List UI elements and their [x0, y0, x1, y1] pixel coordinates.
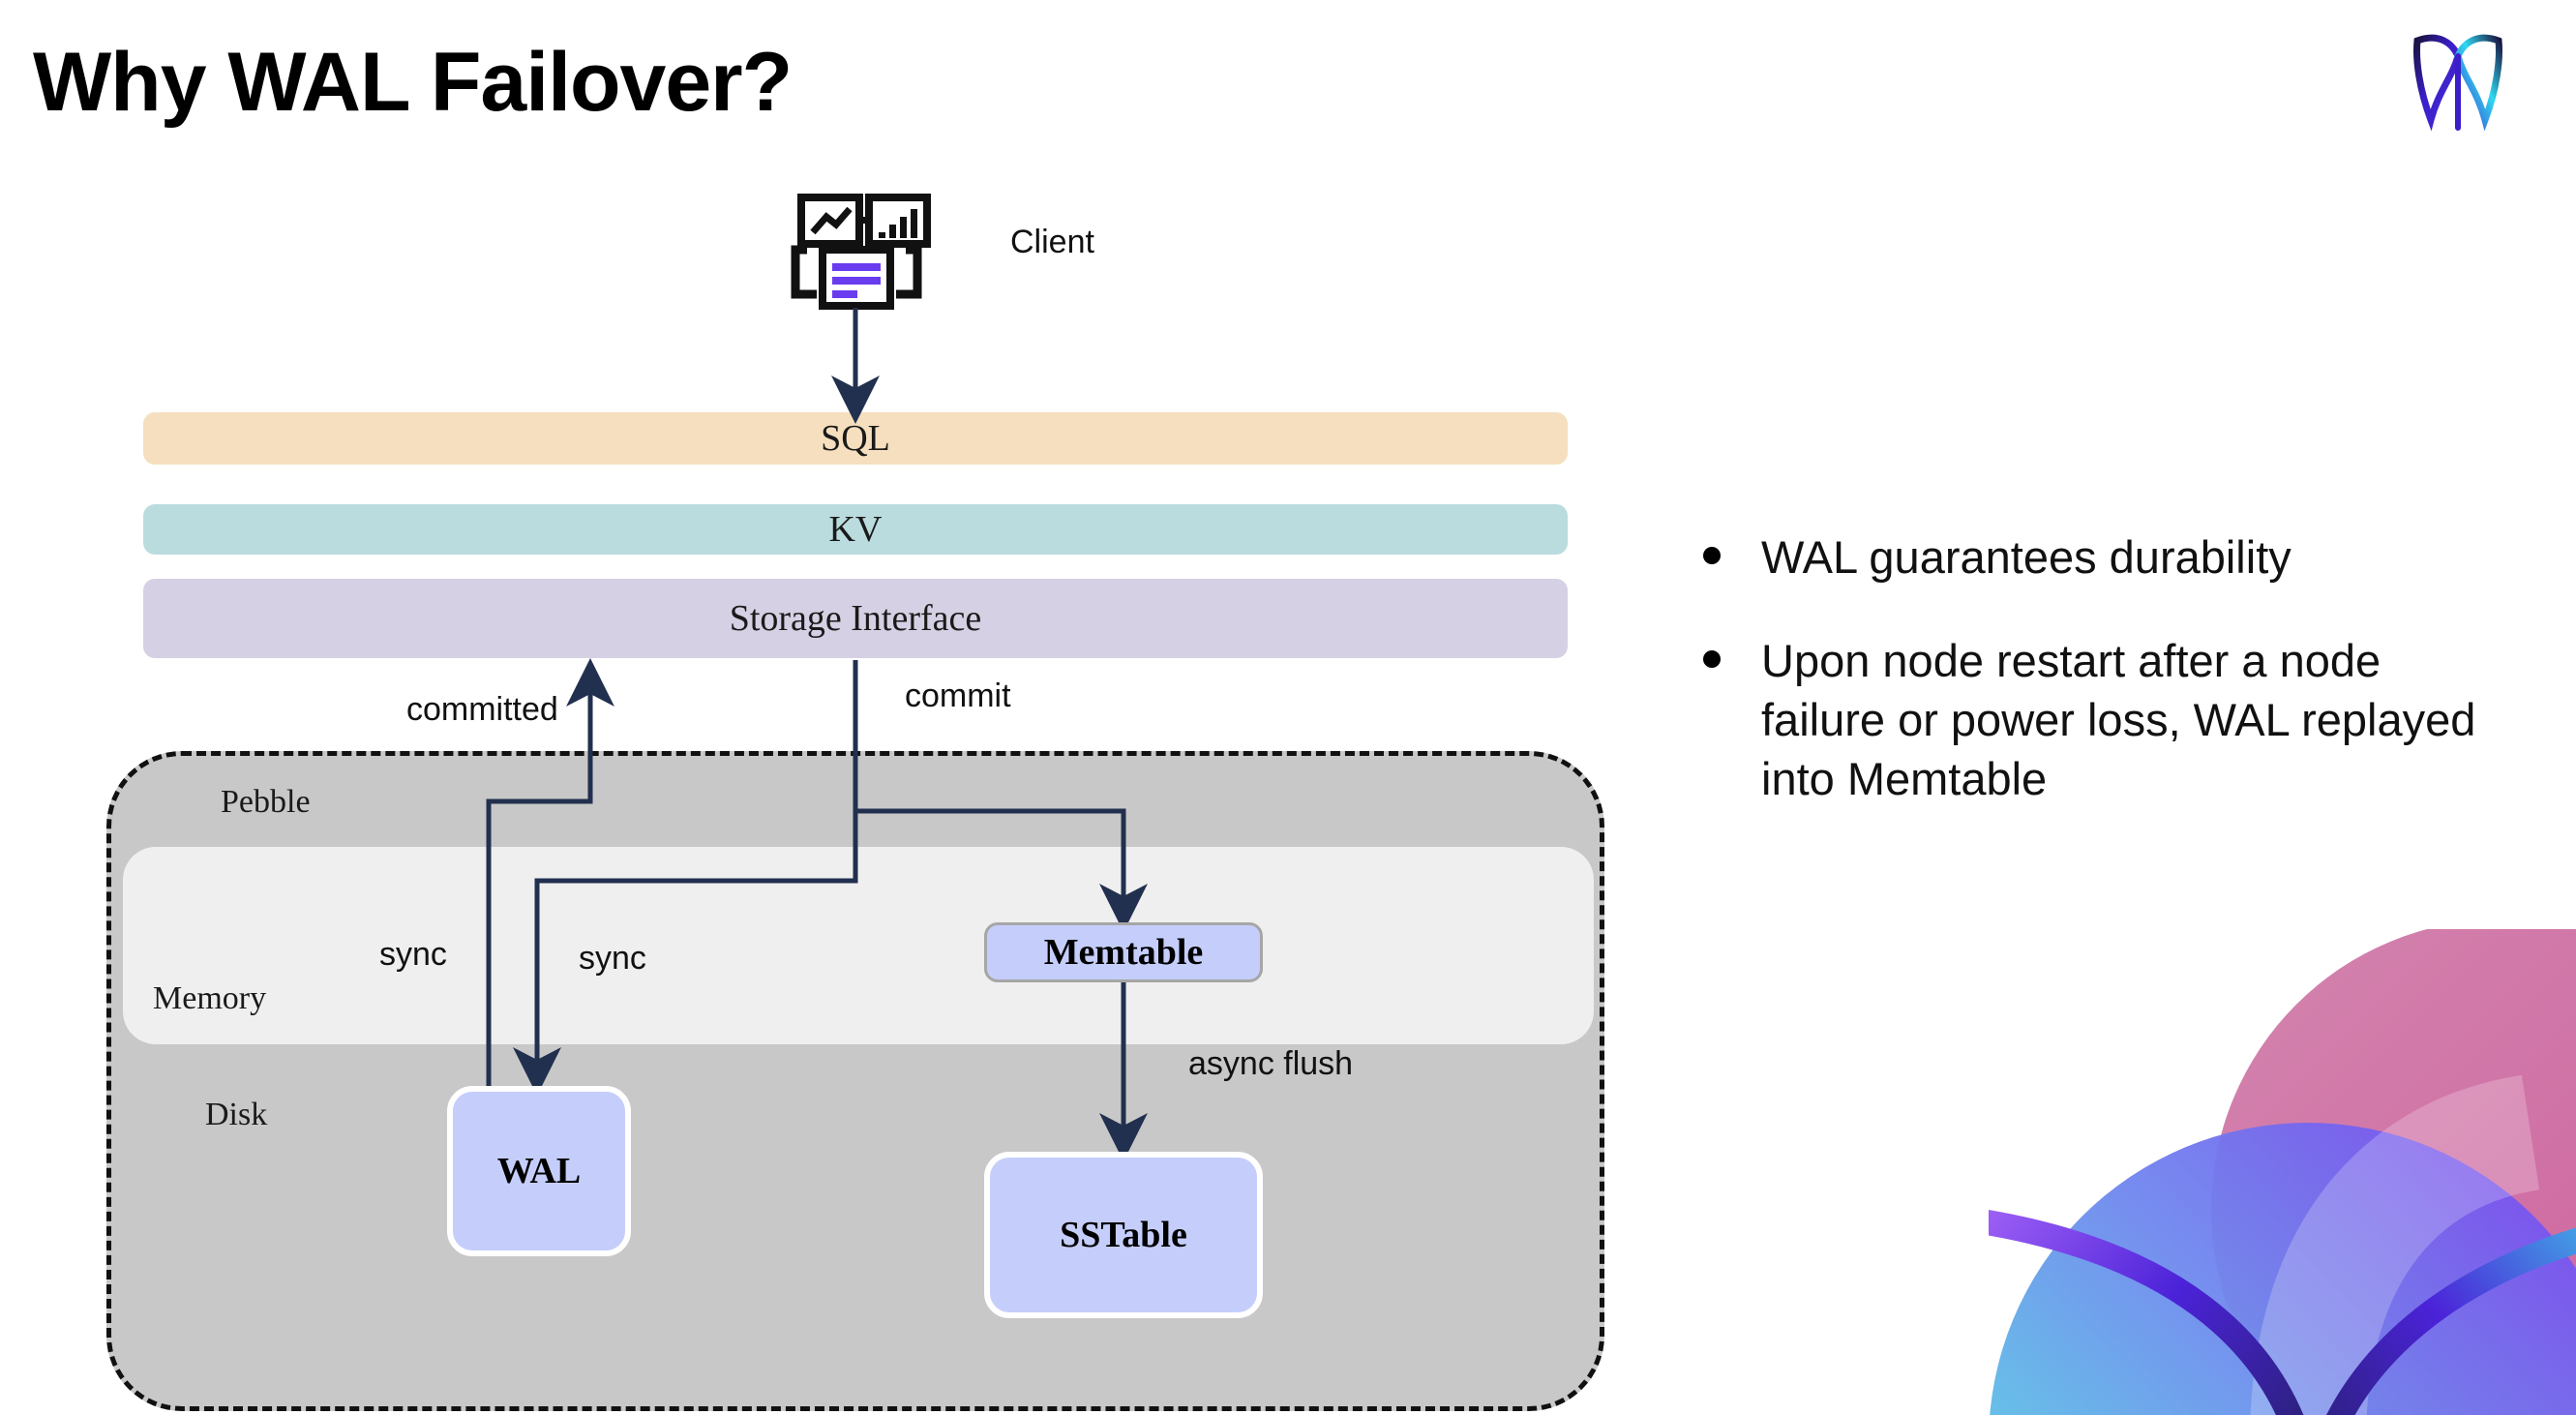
- memory-band: [123, 847, 1594, 1044]
- client-terminal-icon: [774, 194, 939, 310]
- pebble-container: [106, 751, 1604, 1411]
- edge-label-committed: committed: [406, 691, 558, 728]
- layer-bar-storage-interface[interactable]: Storage Interface: [143, 579, 1568, 658]
- page-title: Why WAL Failover?: [33, 36, 793, 129]
- layer-bar-kv[interactable]: KV: [143, 504, 1568, 555]
- list-item: WAL guarantees durability: [1703, 527, 2506, 587]
- bullet-dot-icon: [1703, 547, 1721, 564]
- architecture-diagram: Client SQL KV Storage Interface Pebble M…: [106, 194, 1604, 1411]
- list-item: Upon node restart after a node failure o…: [1703, 631, 2506, 808]
- node-memtable[interactable]: Memtable: [984, 922, 1263, 982]
- bullet-list: WAL guarantees durability Upon node rest…: [1703, 527, 2506, 853]
- edge-label-sync-left: sync: [379, 936, 447, 973]
- pebble-label: Pebble: [221, 784, 311, 820]
- client-label: Client: [1010, 224, 1094, 260]
- decorative-logo-art: [1957, 919, 2576, 1415]
- bullet-dot-icon: [1703, 650, 1721, 669]
- bullet-text: Upon node restart after a node failure o…: [1761, 635, 2476, 805]
- cockroachdb-logo: [2410, 27, 2506, 134]
- bullet-text: WAL guarantees durability: [1761, 531, 2291, 583]
- edge-label-sync-right: sync: [579, 940, 646, 977]
- edge-label-async-flush: async flush: [1188, 1045, 1354, 1082]
- disk-label: Disk: [205, 1097, 268, 1132]
- memory-label: Memory: [153, 980, 267, 1016]
- node-sstable[interactable]: SSTable: [984, 1152, 1263, 1318]
- edge-label-commit: commit: [905, 677, 1011, 714]
- node-wal[interactable]: WAL: [447, 1086, 631, 1256]
- layer-bar-sql[interactable]: SQL: [143, 412, 1568, 465]
